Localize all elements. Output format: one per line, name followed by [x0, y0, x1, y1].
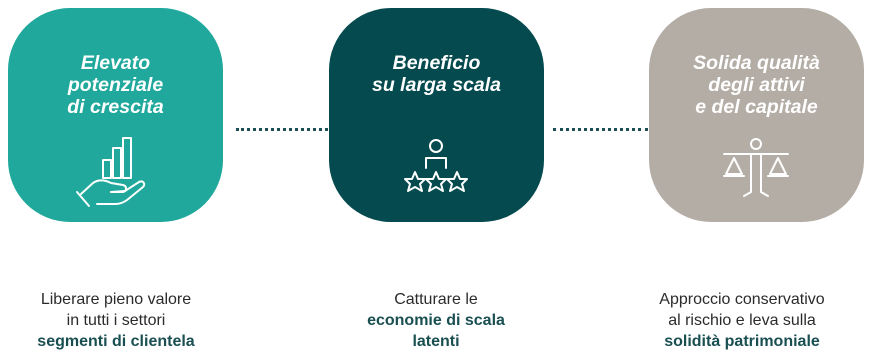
person-stars-icon [404, 139, 468, 192]
connector-dotted-line-2 [553, 128, 648, 131]
desc-line: in tutti i settori [66, 312, 166, 329]
desc-bold: economie di scala [367, 312, 505, 329]
desc-line: al rischio e leva sulla [668, 312, 816, 329]
balance-scale-icon [723, 138, 789, 197]
pillar-card-quality: Solida qualità degli attivi e del capita… [649, 8, 864, 222]
pillar-description-quality: Approccio conservativo al rischio e leva… [612, 289, 872, 352]
pillar-title-quality: Solida qualità degli attivi e del capita… [693, 52, 820, 118]
hand-growth-chart-icon [76, 137, 146, 207]
desc-bold: segmenti di clientela [37, 333, 195, 350]
desc-bold: latenti [412, 333, 460, 350]
desc-bold: solidità patrimoniale [664, 333, 820, 350]
pillar-card-growth: Elevato potenziale di crescita [8, 8, 223, 222]
pillar-card-scale: Beneficio su larga scala [329, 8, 544, 222]
pillar-description-scale: Catturare le economie di scala latenti [306, 289, 566, 352]
desc-line: Approccio conservativo [659, 291, 825, 308]
pillar-description-growth: Liberare pieno valore in tutti i settori… [0, 289, 246, 352]
desc-line: Liberare pieno valore [40, 291, 192, 308]
desc-line: Catturare le [394, 291, 478, 308]
pillar-title-growth: Elevato potenziale di crescita [67, 52, 164, 118]
pillar-title-scale: Beneficio su larga scala [372, 52, 501, 96]
connector-dotted-line-1 [236, 128, 328, 131]
